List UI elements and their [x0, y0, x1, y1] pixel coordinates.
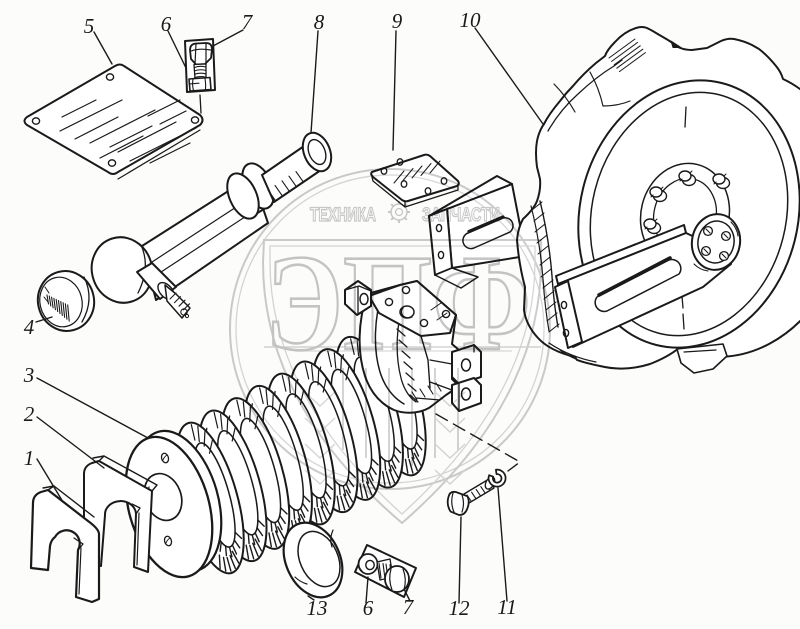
svg-text:13: 13	[307, 596, 328, 620]
svg-text:8: 8	[314, 10, 325, 34]
svg-text:4: 4	[24, 315, 35, 339]
svg-text:11: 11	[497, 595, 516, 619]
svg-text:6: 6	[161, 12, 172, 36]
svg-text:3: 3	[23, 363, 35, 387]
svg-text:12: 12	[449, 596, 471, 620]
svg-text:ТЕХНИКА: ТЕХНИКА	[310, 205, 376, 226]
svg-text:1: 1	[24, 446, 35, 470]
svg-text:5: 5	[84, 14, 95, 38]
svg-text:6: 6	[363, 596, 374, 620]
svg-text:ЗАПЧАСТИ: ЗАПЧАСТИ	[422, 205, 500, 226]
svg-text:9: 9	[392, 9, 403, 33]
svg-text:7: 7	[403, 595, 415, 619]
svg-text:7: 7	[242, 10, 254, 34]
svg-text:ЭПФ: ЭПФ	[265, 226, 531, 379]
svg-text:2: 2	[24, 402, 35, 426]
svg-text:10: 10	[460, 8, 482, 32]
